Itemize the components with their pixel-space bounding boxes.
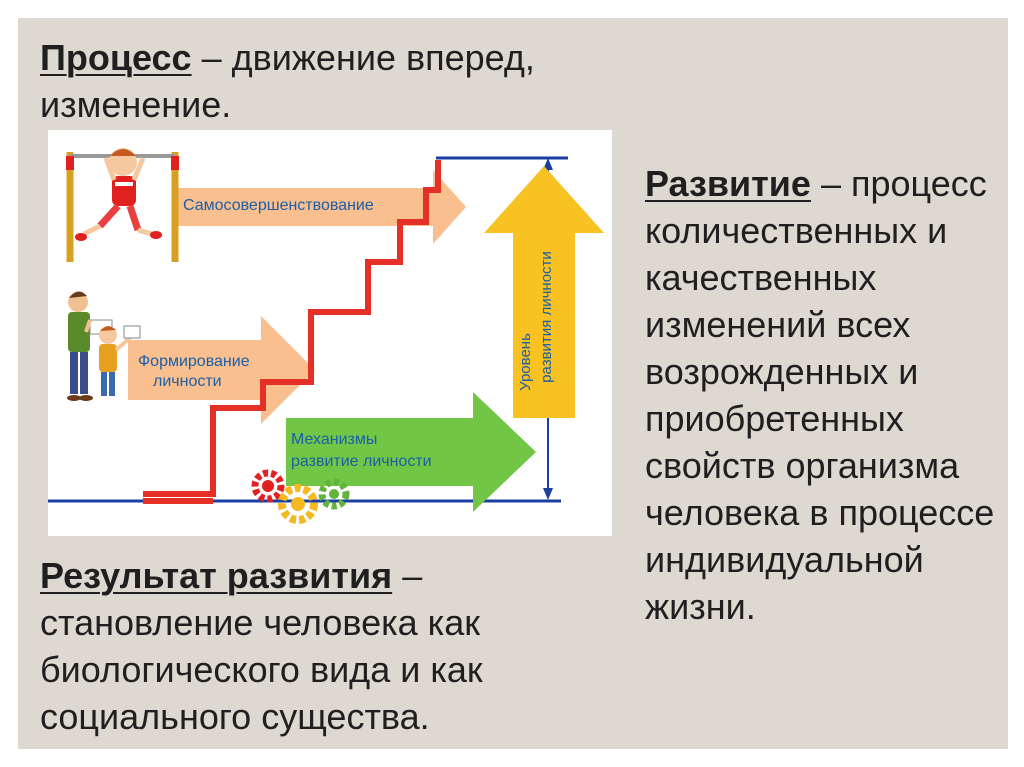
development-staircase	[143, 160, 441, 497]
diagram-graphics	[48, 148, 604, 524]
result-definition: Результат развития – становление человек…	[40, 552, 600, 740]
adult-and-child-illustration	[67, 291, 141, 401]
process-definition: Процесс – движение вперед, изменение.	[40, 34, 640, 128]
result-term: Результат развития	[40, 555, 393, 596]
bar-post-band-right	[171, 156, 179, 170]
level-label-line1: Уровень	[517, 333, 534, 391]
level-label-line2: развития личности	[538, 251, 555, 383]
mechanisms-label-line2: развитие личности	[291, 453, 432, 470]
child-on-bar-illustration	[75, 148, 162, 241]
development-term: Развитие	[645, 163, 811, 204]
process-term: Процесс	[40, 37, 192, 78]
self-improvement-label: Самосовершенствование	[183, 197, 374, 214]
bar-post-band-left	[66, 156, 74, 170]
development-text: – процесс количественных и качественных …	[645, 163, 995, 627]
formation-arrow	[128, 316, 315, 424]
gears-illustration	[251, 469, 350, 524]
development-diagram: Самосовершенствование Формирование лично…	[48, 130, 612, 536]
axis-arrowhead-bottom	[543, 488, 553, 500]
level-arrow	[484, 166, 604, 418]
formation-label-line1: Формирование	[138, 353, 250, 370]
axis-arrowhead-top	[543, 158, 553, 170]
result-text: – становление человека как биологическог…	[40, 555, 483, 737]
process-text: – движение вперед, изменение.	[40, 37, 535, 125]
mechanisms-label-line1: Механизмы	[291, 431, 378, 448]
self-improvement-arrow	[176, 170, 466, 244]
development-definition: Развитие – процесс количественных и каче…	[645, 160, 1005, 630]
mechanisms-arrow	[286, 392, 536, 512]
formation-label-line2: личности	[153, 373, 222, 390]
